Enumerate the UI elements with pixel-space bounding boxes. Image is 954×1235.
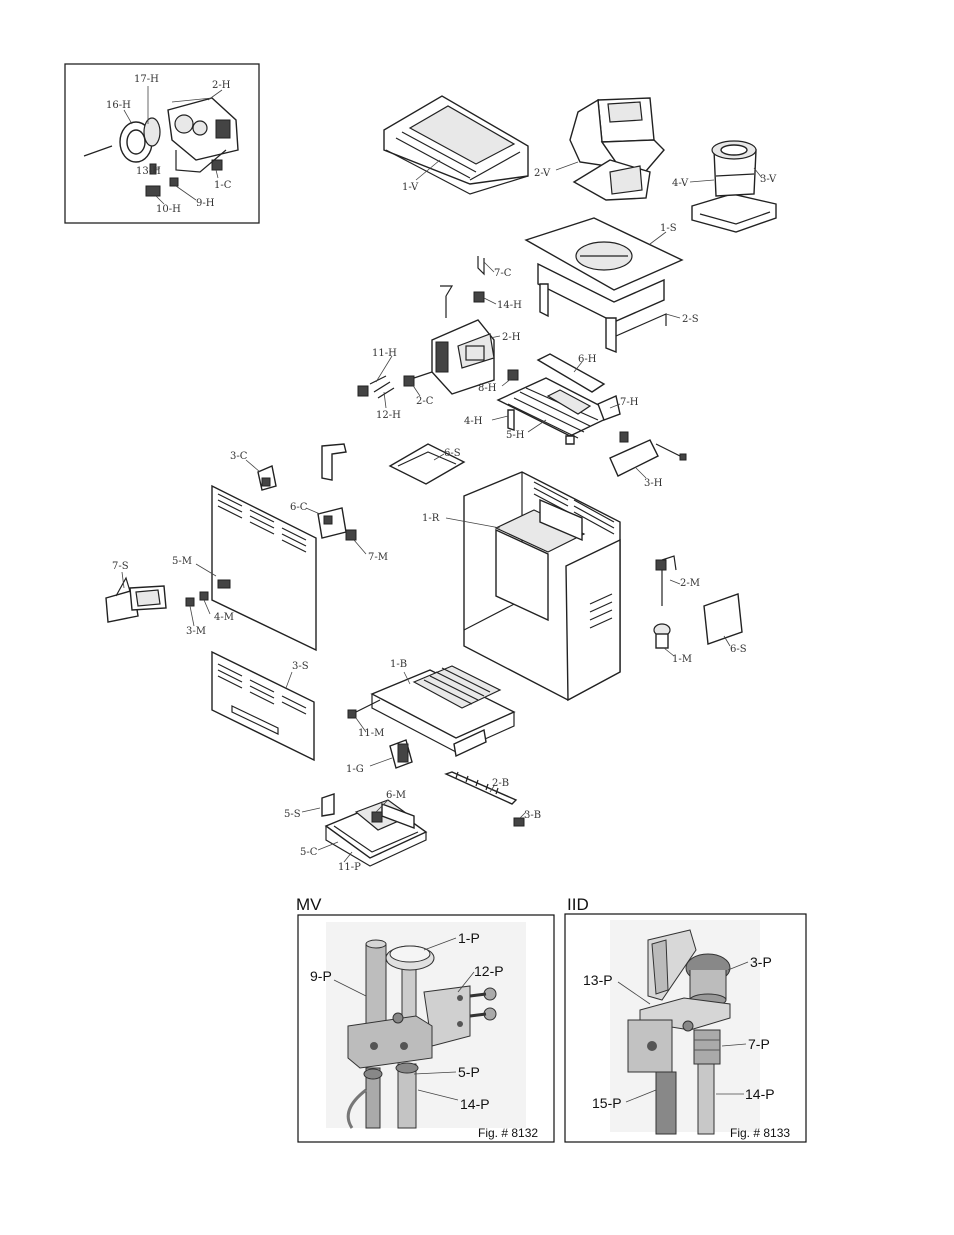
- part-cabinet: [445, 471, 621, 702]
- part-gas-valve-right: [653, 555, 743, 657]
- label-9h: 9-H: [196, 198, 215, 209]
- label-17h: 17-H: [134, 74, 159, 85]
- label-13h: 13-H: [136, 166, 161, 177]
- iid-label-7p: 7-P: [748, 1036, 770, 1052]
- label-2c: 2-C: [416, 396, 434, 407]
- label-1s: 1-S: [660, 223, 677, 234]
- mv-heading: MV: [296, 895, 322, 914]
- label-6s-b: 6-S: [730, 644, 747, 655]
- label-6h: 6-H: [578, 354, 597, 365]
- mv-label-14p: 14-P: [460, 1096, 490, 1112]
- part-flue-collector: [524, 217, 684, 354]
- label-10h: 10-H: [156, 204, 181, 215]
- label-2b: 2-B: [492, 778, 509, 789]
- label-5m: 5-M: [172, 556, 192, 567]
- part-vent-adapter: [689, 140, 777, 233]
- label-3s: 3-S: [292, 661, 309, 672]
- part-front-panel: [195, 484, 317, 652]
- label-4m: 4-M: [214, 612, 234, 623]
- label-2h-inset: 2-H: [212, 80, 231, 91]
- label-7h: 7-H: [620, 397, 639, 408]
- label-7m: 7-M: [368, 552, 388, 563]
- part-burner-tray: [347, 665, 516, 758]
- label-2s: 2-S: [682, 314, 699, 325]
- mv-label-1p: 1-P: [458, 930, 480, 946]
- label-4h: 4-H: [464, 416, 483, 427]
- label-7c: 7-C: [494, 268, 512, 279]
- label-11m: 11-M: [358, 728, 384, 739]
- label-1g: 1-G: [346, 764, 364, 775]
- part-gas-valve: [369, 739, 413, 769]
- label-4v: 4-V: [672, 178, 689, 189]
- part-control-bracket: [305, 507, 367, 555]
- label-16h: 16-H: [106, 100, 131, 111]
- part-blower-assembly: [357, 256, 519, 409]
- iid-heading: IID: [567, 895, 589, 914]
- inset-detail: 17-H 2-H 16-H 13-H 1-C 9-H 10-H: [64, 63, 260, 224]
- part-pilot-tray: [301, 793, 428, 867]
- label-5h: 5-H: [506, 430, 525, 441]
- label-8h: 8-H: [478, 383, 497, 394]
- label-6s-a: 6-S: [444, 448, 461, 459]
- label-6c: 6-C: [290, 502, 308, 513]
- mv-label-5p: 5-P: [458, 1064, 480, 1080]
- iid-label-15p: 15-P: [592, 1095, 622, 1111]
- label-14h: 14-H: [497, 300, 522, 311]
- label-1m: 1-M: [672, 654, 692, 665]
- label-3h: 3-H: [644, 478, 663, 489]
- iid-pilot-panel: IID 3-P 13-P 7-P 15-P 14-P Fig. # 81: [564, 895, 807, 1143]
- part-lower-front-panel: [211, 650, 315, 762]
- label-12h: 12-H: [376, 410, 401, 421]
- label-7s: 7-S: [112, 561, 129, 572]
- mv-label-12p: 12-P: [474, 963, 504, 979]
- label-2m: 2-M: [680, 578, 700, 589]
- label-6m: 6-M: [386, 790, 406, 801]
- label-2h: 2-H: [502, 332, 521, 343]
- label-3b: 3-B: [524, 810, 541, 821]
- part-top-cover: [383, 95, 529, 195]
- label-5c: 5-C: [300, 847, 318, 858]
- iid-label-14p: 14-P: [745, 1086, 775, 1102]
- label-2v: 2-V: [534, 168, 551, 179]
- mv-label-9p: 9-P: [310, 968, 332, 984]
- label-3c: 3-C: [230, 451, 248, 462]
- part-access-cover: [105, 571, 211, 627]
- label-1r: 1-R: [422, 513, 440, 524]
- label-1v: 1-V: [402, 182, 419, 193]
- label-3m: 3-M: [186, 626, 206, 637]
- mv-fig-caption: Fig. # 8132: [478, 1126, 538, 1140]
- iid-label-3p: 3-P: [750, 954, 772, 970]
- part-flue-baffle: [609, 431, 687, 479]
- part-manifold: [444, 771, 527, 827]
- iid-label-13p: 13-P: [583, 972, 613, 988]
- mv-pilot-panel: MV 1-P: [296, 895, 555, 1143]
- part-vent-hood: [555, 97, 665, 201]
- label-1c: 1-C: [214, 180, 232, 191]
- label-11h: 11-H: [372, 348, 397, 359]
- label-1b: 1-B: [390, 659, 407, 670]
- label-5s: 5-S: [284, 809, 301, 820]
- part-heat-exchanger: [491, 353, 621, 445]
- iid-fig-caption: Fig. # 8133: [730, 1126, 790, 1140]
- main-labels: 1-V 2-V 4-V 3-V 1-S 2-S 7-C 14-H 2-H 11-…: [112, 168, 777, 873]
- label-3v: 3-V: [760, 174, 777, 185]
- part-brackets: [245, 443, 466, 491]
- label-11p: 11-P: [338, 862, 361, 873]
